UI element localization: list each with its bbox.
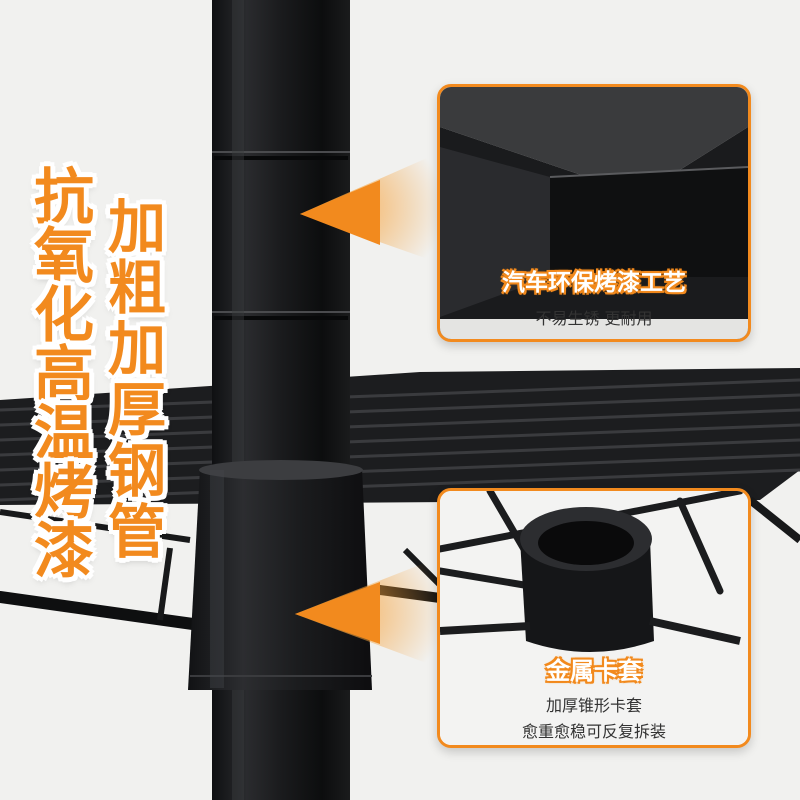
- callout-paint-finish: 汽车环保烤漆工艺 不易生锈 更耐用: [437, 84, 751, 342]
- paint-closeup-image: [440, 87, 748, 339]
- headline-thick-steel: 加 粗 加 厚 钢 管: [108, 198, 166, 564]
- headline-char: 抗: [34, 163, 94, 233]
- callout-metal-sleeve: 金属卡套 加厚锥形卡套 愈重愈稳可反复拆装: [437, 488, 751, 748]
- callout-top-title: 汽车环保烤漆工艺: [502, 270, 686, 296]
- headline-char: 加: [108, 193, 167, 261]
- callout-bottom-title: 金属卡套: [546, 657, 642, 685]
- headline-char: 氧: [34, 222, 94, 292]
- callout-bottom-line1: 加厚锥形卡套: [545, 696, 642, 715]
- headline-char: 厚: [108, 376, 167, 444]
- headline-char: 漆: [34, 517, 94, 587]
- headline-char: 高: [34, 340, 94, 410]
- headline-char: 温: [34, 399, 94, 469]
- headline-anti-oxidation: 抗 氧 化 高 温 烤 漆: [34, 163, 94, 587]
- headline-char: 粗: [108, 254, 167, 322]
- headline-char: 烤: [34, 458, 94, 528]
- callout-bottom-line2: 愈重愈稳可反复拆装: [521, 722, 666, 741]
- headline-char: 钢: [108, 437, 167, 505]
- metal-sleeve: [188, 460, 372, 690]
- headline-char: 化: [34, 281, 94, 351]
- callout-top-subtitle: 不易生锈 更耐用: [535, 309, 653, 328]
- headline-char: 加: [108, 315, 167, 383]
- sleeve-closeup-image: [440, 491, 748, 745]
- headline-char: 管: [108, 498, 167, 566]
